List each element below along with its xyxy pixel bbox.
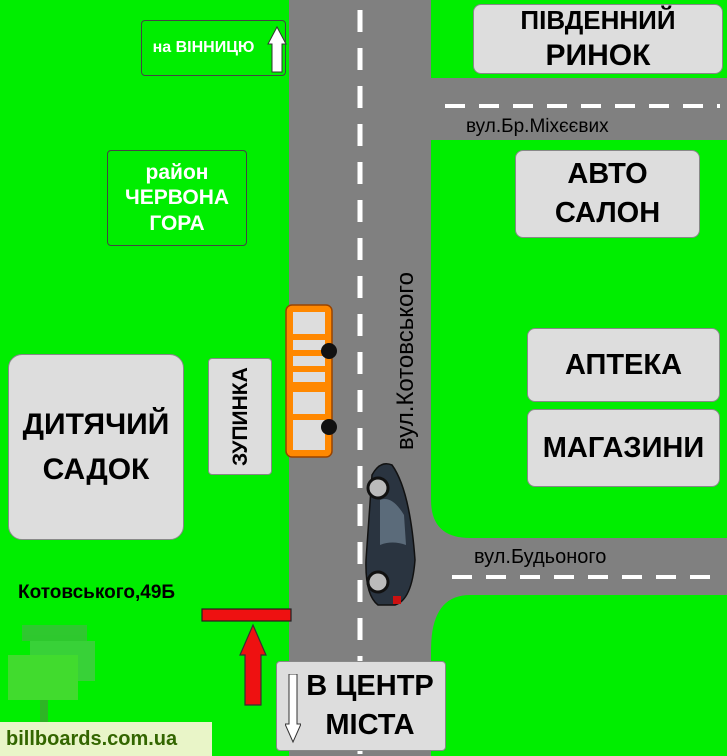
district-line3: ГОРА [149, 211, 205, 235]
district-line1: район [145, 161, 209, 185]
direction-center-sign: В ЦЕНТР МІСТА [276, 661, 446, 751]
watermark-text: billboards.com.ua [0, 722, 212, 756]
side-street-budyonnoho [431, 500, 727, 650]
billboard-logo-icon [8, 625, 95, 722]
district-label-box: район ЧЕРВОНА ГОРА [107, 150, 247, 246]
shops-label: МАГАЗИНИ [542, 431, 705, 464]
street-label-main: вул.Котовського [392, 272, 419, 450]
bus-stop-sign: ЗУПИНКА [208, 358, 272, 475]
bus-icon [285, 304, 337, 458]
auto-salon-line2: САЛОН [554, 197, 661, 229]
pharmacy-label: АПТЕКА [564, 348, 683, 381]
billboard-marker [201, 608, 292, 622]
kindergarten-building: ДИТЯЧИЙ САДОК [8, 354, 184, 540]
arrow-down-white-icon [285, 674, 301, 744]
kindergarten-line1: ДИТЯЧИЙ [22, 408, 170, 441]
side-street-mikheevykh [431, 78, 727, 140]
street-label-mikheevykh: вул.Бр.Міхєєвих [466, 116, 609, 137]
direction-center-line2: МІСТА [325, 709, 415, 741]
car-icon [365, 463, 416, 606]
arrow-up-red-icon [239, 623, 267, 706]
market-building: ПІВДЕННИЙ РИНОК [473, 4, 723, 74]
auto-salon-line1: АВТО [567, 157, 648, 190]
market-line2: РИНОК [545, 38, 651, 72]
direction-vinnytsia-sign: на ВІННИЦЮ [141, 20, 286, 76]
pharmacy-building: АПТЕКА [527, 328, 720, 402]
direction-vinnytsia-label: на ВІННИЦЮ [152, 39, 255, 57]
bus-stop-label: ЗУПИНКА [228, 367, 252, 466]
shops-building: МАГАЗИНИ [527, 409, 720, 487]
street-label-budyonnoho: вул.Будьоного [474, 546, 607, 568]
arrow-up-white-icon [267, 25, 287, 73]
billboard-address: Котовського,49Б [18, 582, 176, 603]
direction-center-line1: В ЦЕНТР [306, 669, 434, 702]
auto-salon-building: АВТО САЛОН [515, 150, 700, 238]
market-line1: ПІВДЕННИЙ [520, 5, 676, 35]
district-line2: ЧЕРВОНА [124, 186, 230, 210]
kindergarten-line2: САДОК [42, 453, 150, 486]
